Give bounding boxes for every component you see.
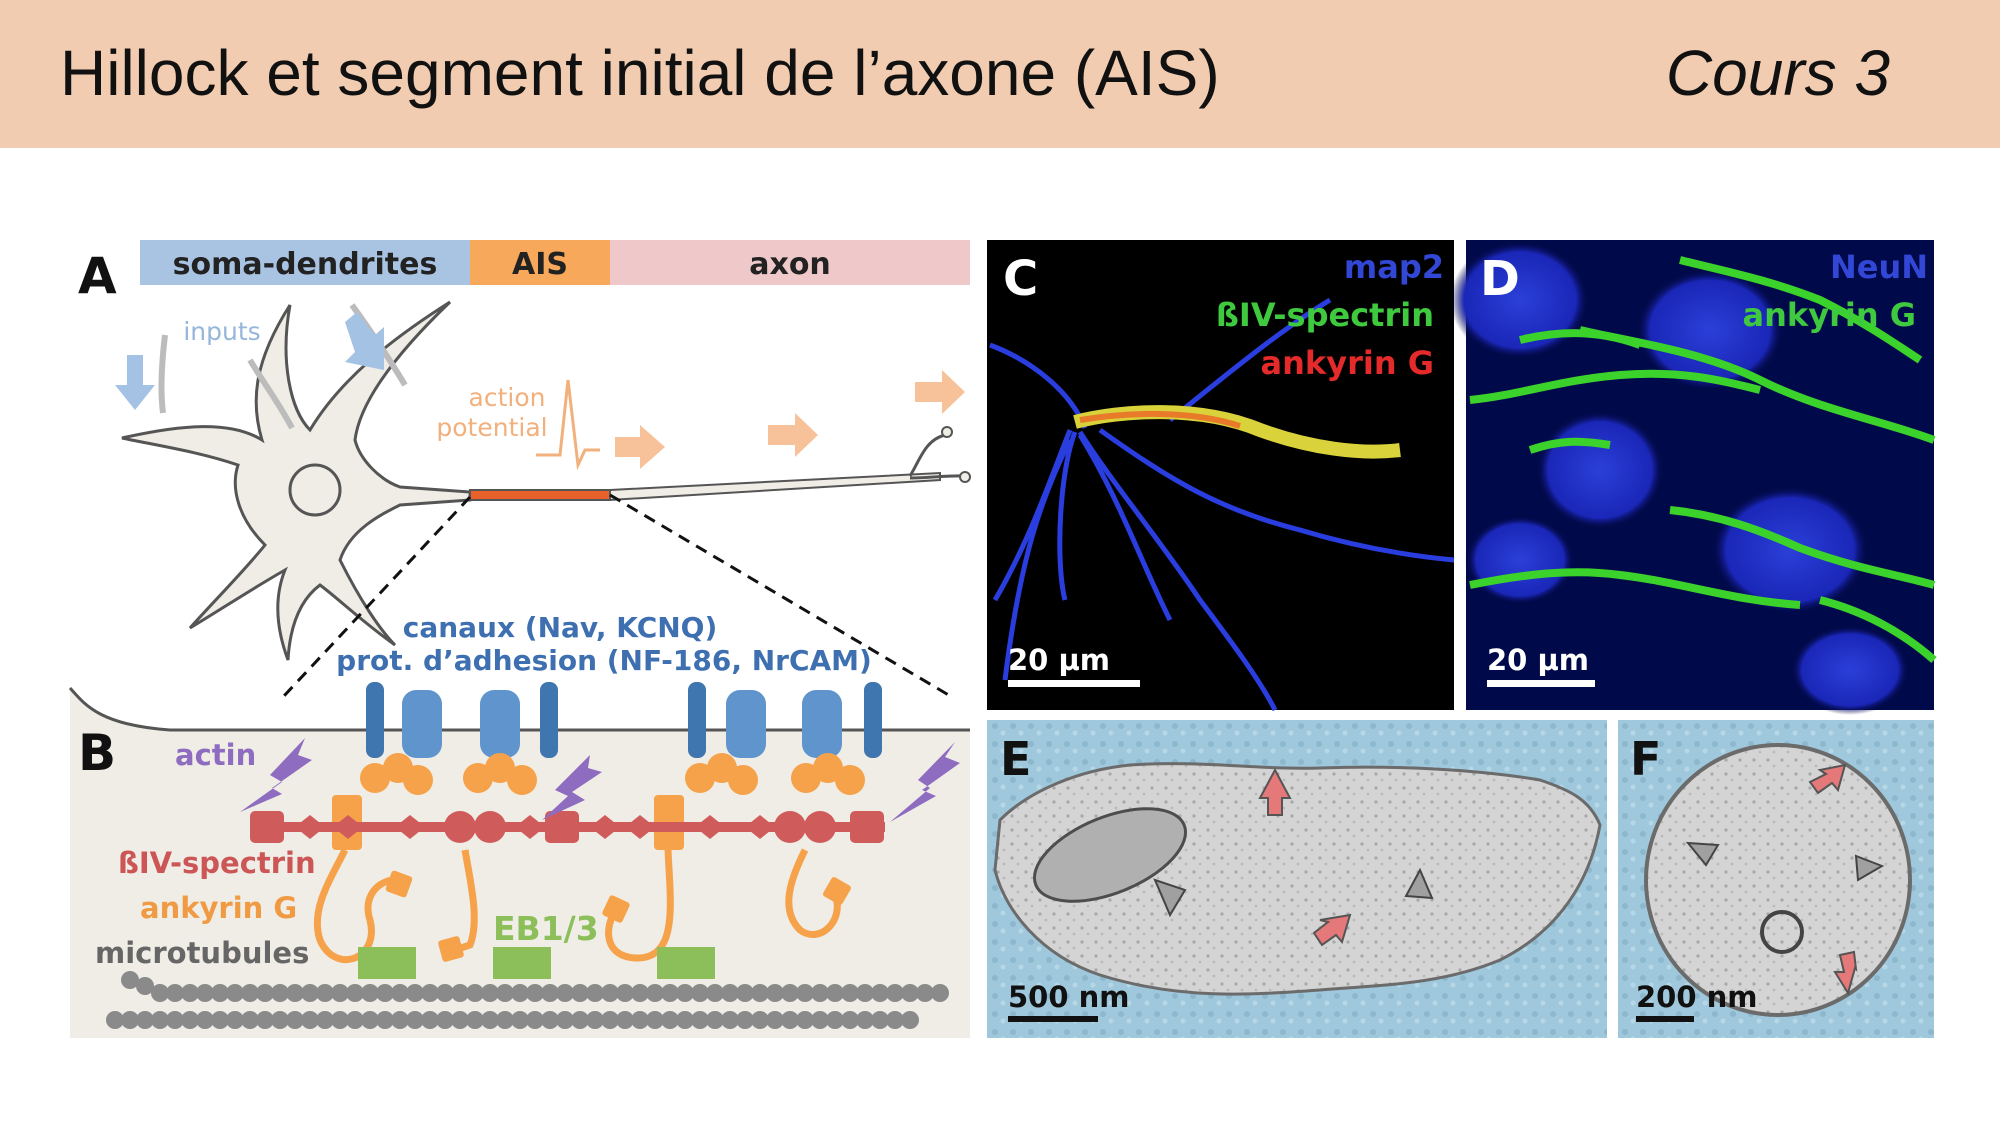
panel-f-scale-bar <box>1636 1016 1694 1022</box>
input-arrow-1 <box>115 355 155 410</box>
membrane-line <box>68 687 970 732</box>
channel <box>864 682 882 758</box>
slide-title: Hillock et segment initial de l’axone (A… <box>60 37 1220 109</box>
panel-c-scale-bar <box>1008 680 1140 687</box>
neun-soma <box>1535 410 1665 530</box>
ankyrin-end <box>438 936 464 962</box>
panel-b-letter: B <box>78 724 116 782</box>
panel-f-grey-arrowheads <box>1685 841 1885 882</box>
ankyrin-marker-label: ankyrin G <box>1261 344 1434 382</box>
neun-label: NeuN <box>1830 248 1928 286</box>
actin-label: actin <box>175 738 256 772</box>
panel-e-grey-arrowheads <box>1153 867 1434 918</box>
panel-b: B canaux (Nav, KCNQ) prot. d’adhesion (N… <box>68 611 970 1038</box>
ap-arrow-3 <box>915 370 965 414</box>
bar-ais-label: AIS <box>512 247 568 282</box>
terminal-bouton-2 <box>959 471 971 483</box>
input-axon-2 <box>247 358 295 430</box>
panel-d: D NeuN ankyrin G 20 µm <box>1450 240 1937 715</box>
neuron-nucleus <box>288 463 342 517</box>
axon-cross-section <box>1644 743 1912 1017</box>
panel-e-letter: E <box>1000 732 1031 786</box>
action-label: action <box>469 383 546 412</box>
panel-f-scale-label: 200 nm <box>1636 980 1758 1014</box>
actin-filaments <box>240 738 960 822</box>
bar-ais <box>470 240 610 285</box>
ankyrin-end <box>385 870 413 898</box>
channel <box>540 682 558 758</box>
channel <box>402 690 442 758</box>
neun-soma <box>1635 268 1785 392</box>
inputs-label: inputs <box>183 317 260 346</box>
ankyrin-d-label: ankyrin G <box>1743 296 1916 334</box>
ais-red <box>1079 410 1241 429</box>
panel-c-letter: C <box>1003 251 1038 307</box>
neun-soma <box>1450 240 1590 360</box>
terminal-bouton-1 <box>941 426 953 438</box>
neun-soma <box>1465 515 1575 605</box>
panel-d-letter: D <box>1480 251 1520 307</box>
channel <box>802 690 842 758</box>
bar-soma-dendrites-label: soma-dendrites <box>173 247 438 282</box>
spectrin-beads <box>250 811 884 843</box>
zoom-line-right <box>609 493 953 699</box>
panel-d-scale-label: 20 µm <box>1487 643 1589 677</box>
ankyrin-tails <box>313 848 841 964</box>
ap-arrow-1 <box>615 425 665 469</box>
bar-axon-label: axon <box>749 247 831 282</box>
map2-dendrites <box>989 297 1455 712</box>
panel-c-scale-label: 20 µm <box>1008 643 1110 677</box>
ankyrin-clusters <box>332 753 865 850</box>
microtubules-label: microtubules <box>95 936 309 970</box>
panel-e-scale-bar <box>1008 1016 1098 1022</box>
channel <box>480 690 520 758</box>
ap-arrow-2 <box>768 413 818 457</box>
panel-a-letter: A <box>78 247 117 305</box>
zoom-line-left <box>281 495 472 699</box>
channel <box>688 682 706 758</box>
panel-e-red-arrows <box>1258 767 1352 947</box>
panel-c: C map2 ßIV-spectrin ankyrin G 20 µm <box>987 240 1455 712</box>
mitochondrion-f <box>1760 910 1804 954</box>
eb-proteins <box>358 947 715 979</box>
panel-f-letter: F <box>1630 732 1661 786</box>
neun-soma <box>1710 485 1870 615</box>
channels-label: canaux (Nav, KCNQ) <box>403 611 718 644</box>
neun-soma <box>1790 625 1910 715</box>
channel <box>366 682 384 758</box>
adhesion-label: prot. d’adhesion (NF-186, NrCAM) <box>336 644 872 677</box>
map2-label: map2 <box>1344 248 1444 286</box>
axon-shaft <box>609 471 941 502</box>
mitochondrion <box>1032 807 1188 903</box>
ankyrin-axons <box>1469 256 1937 664</box>
ankyrin-end <box>823 877 851 905</box>
title-bar <box>0 0 2000 148</box>
input-axon-1 <box>158 334 168 414</box>
spectrin-marker-label: ßIV-spectrin <box>1216 296 1434 334</box>
axon-terminal <box>908 433 966 480</box>
spike-trace <box>536 379 600 471</box>
course-label: Cours 3 <box>1665 37 1890 109</box>
panel-f-red-arrows <box>1808 763 1858 996</box>
input-arrow-2 <box>345 312 384 370</box>
ankyrin-label: ankyrin G <box>140 891 297 925</box>
panel-e: E 500 nm <box>987 720 1607 1038</box>
spectrin-label: ßIV-spectrin <box>118 846 316 880</box>
panel-e-scale-label: 500 nm <box>1008 980 1130 1014</box>
ankyrin-end <box>602 895 630 923</box>
microtubules <box>106 971 949 1029</box>
neuron-soma <box>121 300 472 661</box>
panel-a: A soma-dendrites AIS axon inputs action … <box>78 240 971 699</box>
potential-label: potential <box>436 413 547 442</box>
eb-label: EB1/3 <box>493 909 599 948</box>
panel-f: F 200 nm <box>1618 720 1934 1038</box>
channel <box>726 690 766 758</box>
channels-group <box>366 682 882 758</box>
panel-d-scale-bar <box>1487 680 1595 687</box>
bar-soma-dendrites <box>140 240 470 285</box>
ais-segment <box>469 489 611 501</box>
bar-axon <box>610 240 970 285</box>
